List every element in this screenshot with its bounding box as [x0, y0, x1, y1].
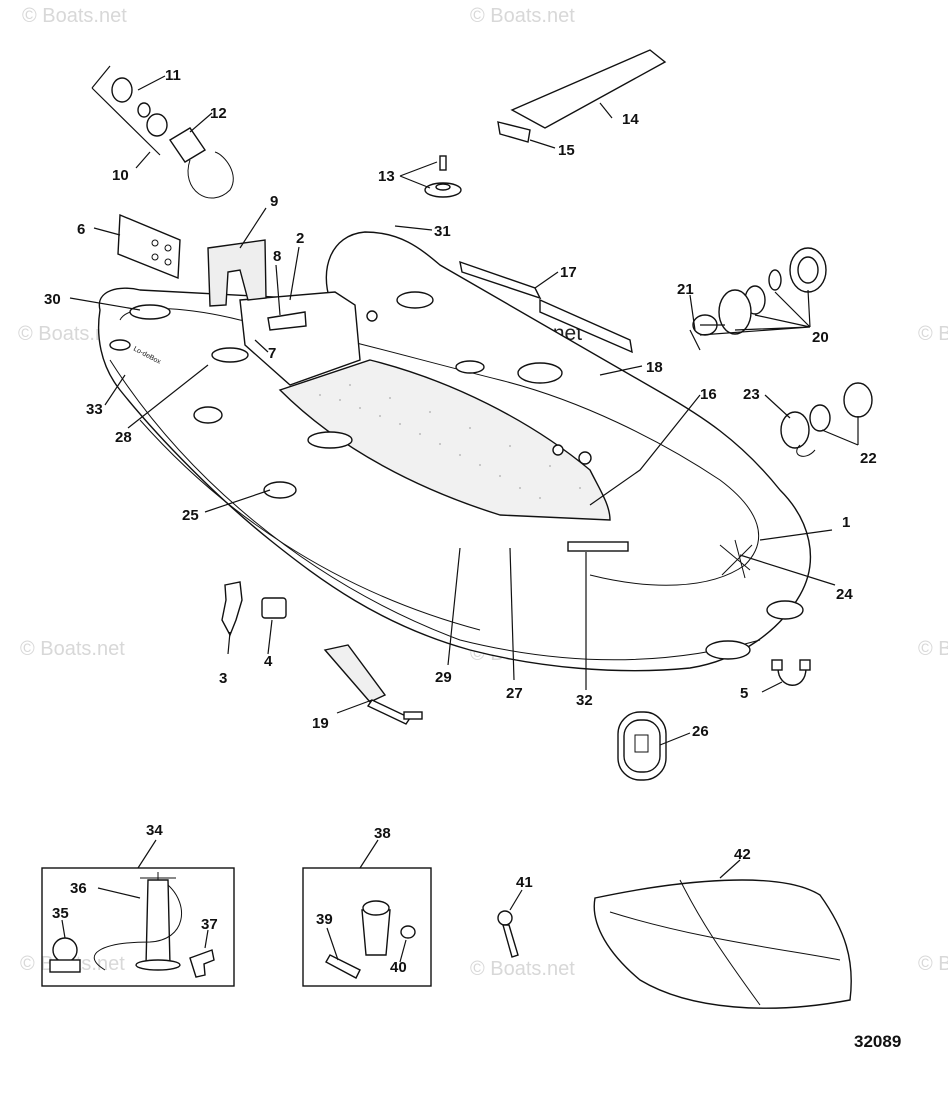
callout-23: 23 — [743, 386, 760, 403]
rub-strip — [459, 260, 633, 354]
callout-24: 24 — [836, 586, 853, 603]
callout-25: 25 — [182, 507, 199, 524]
u-bolt — [771, 659, 811, 686]
watermark: © Boats.net — [918, 953, 948, 975]
grab-handle — [396, 291, 434, 309]
callout-22: 22 — [860, 450, 877, 467]
seat-bench — [497, 49, 667, 143]
grab-handle — [193, 406, 223, 424]
callout-4: 4 — [264, 653, 273, 670]
watermark: © Boats.net — [470, 5, 575, 27]
callout-32: 32 — [576, 692, 593, 709]
callout-35: 35 — [52, 905, 69, 922]
oar — [323, 644, 423, 725]
callout-39: 39 — [316, 911, 333, 928]
callout-40: 40 — [390, 959, 407, 976]
oarlock-bracket — [221, 581, 243, 637]
callout-42: 42 — [734, 846, 751, 863]
diagram-id: 32089 — [854, 1032, 901, 1051]
callout-26: 26 — [692, 723, 709, 740]
callout-34: 34 — [146, 822, 163, 839]
callout-11: 11 — [165, 67, 181, 84]
watermark: © Boats.net — [18, 323, 123, 345]
callout-28: 28 — [115, 429, 132, 446]
mount-plate — [117, 213, 181, 280]
logo-patch — [109, 339, 131, 351]
callout-2: 2 — [296, 230, 304, 247]
callout-36: 36 — [70, 880, 87, 897]
grab-handle — [263, 481, 297, 499]
watermark: © Boats.net — [470, 958, 575, 980]
callout-27: 27 — [506, 685, 523, 702]
callout-6: 6 — [77, 221, 85, 238]
callout-7: 7 — [268, 345, 276, 362]
valve-wrench — [497, 910, 519, 958]
inflatable-boat-hull: Lo-deBox — [97, 231, 812, 672]
callout-41: 41 — [516, 874, 533, 891]
callout-15: 15 — [558, 142, 575, 159]
hinge-part — [261, 597, 287, 619]
callout-13: 13 — [378, 168, 395, 185]
watermark: © Boats.net — [918, 638, 948, 660]
watermark: © Boats.net — [20, 638, 125, 660]
callout-9: 9 — [270, 193, 278, 210]
drain-plug — [424, 155, 462, 198]
bow-handle — [705, 640, 751, 660]
callout-10: 10 — [112, 167, 129, 184]
callout-18: 18 — [646, 359, 663, 376]
grab-handle — [455, 360, 485, 374]
label-plate — [567, 541, 629, 552]
callout-29: 29 — [435, 669, 452, 686]
grab-handle — [307, 431, 353, 449]
callout-38: 38 — [374, 825, 391, 842]
callout-5: 5 — [740, 685, 748, 702]
callout-30: 30 — [44, 291, 61, 308]
valve-fittings-group — [91, 65, 234, 199]
callout-12: 12 — [210, 105, 227, 122]
callout-8: 8 — [273, 248, 281, 265]
callout-17: 17 — [560, 264, 577, 281]
watermark: © Boats.net — [918, 323, 948, 345]
watermark: © Boats.net — [22, 5, 127, 27]
callout-37: 37 — [201, 916, 218, 933]
repair-kit-box — [302, 839, 432, 987]
callout-33: 33 — [86, 401, 103, 418]
callout-14: 14 — [622, 111, 639, 128]
callout-3: 3 — [219, 670, 227, 687]
repair-patch — [617, 711, 667, 781]
floor-texture — [319, 384, 581, 499]
bracket — [267, 311, 307, 331]
transom-pad — [207, 239, 267, 307]
callout-1: 1 — [842, 514, 850, 531]
callout-21: 21 — [677, 281, 694, 298]
callout-31: 31 — [434, 223, 451, 240]
valve-cap — [780, 382, 873, 457]
callout-labels: 1 2 3 4 5 6 7 8 9 10 11 12 13 14 15 16 1… — [44, 67, 877, 976]
grab-handle — [211, 347, 249, 363]
grab-handle — [129, 304, 171, 320]
grab-handle — [517, 362, 563, 384]
leader-lines — [61, 75, 859, 963]
callout-20: 20 — [812, 329, 829, 346]
bow-logo — [719, 539, 753, 579]
boat-cover — [593, 879, 852, 1009]
callout-19: 19 — [312, 715, 329, 732]
callout-16: 16 — [700, 386, 717, 403]
pump-kit-box — [41, 839, 235, 987]
bow-handle — [766, 600, 804, 620]
